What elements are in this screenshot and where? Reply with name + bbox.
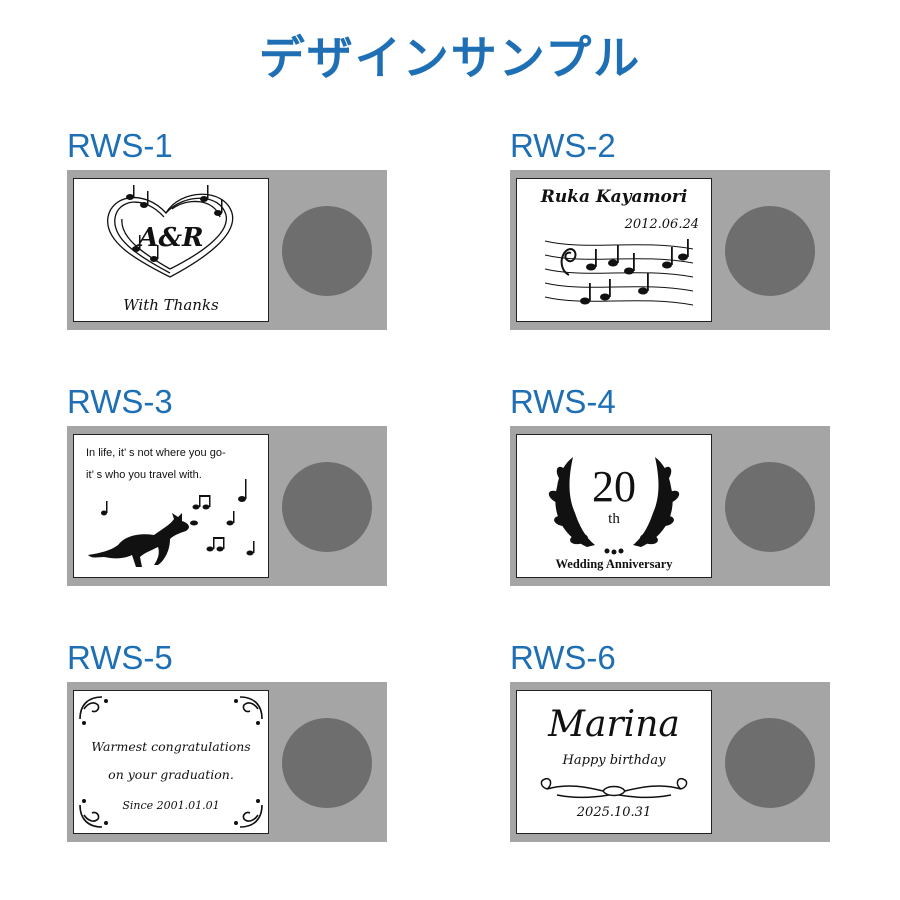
engraving-card: Warmest congratulations on your graduati… xyxy=(73,690,269,834)
engraving-card: Marina Happy birthday 2025.10.31 xyxy=(516,690,712,834)
mounting-circle xyxy=(725,462,815,552)
sample-code: RWS-3 xyxy=(67,383,173,420)
plate: 20 th Wedding Anniversary xyxy=(510,426,830,586)
sample-rws-6[interactable]: RWS-6 Marina Happy birthday 2025.10.31 xyxy=(510,640,834,850)
engraving-initials: A&R xyxy=(138,223,204,253)
sample-rws-3[interactable]: RWS-3 In life, it’ s not where you go- i… xyxy=(67,384,391,594)
mounting-circle xyxy=(282,718,372,808)
engraving-card: In life, it’ s not where you go- it’ s w… xyxy=(73,434,269,578)
page-title: デザインサンプル xyxy=(258,31,642,85)
music-staff-icon xyxy=(544,239,694,306)
engraving-message: With Thanks xyxy=(123,296,219,314)
engraving-message-line-1: Warmest congratulations xyxy=(91,739,251,754)
sample-code: RWS-6 xyxy=(510,639,616,676)
engraving-quote-line-1: In life, it’ s not where you go- xyxy=(86,447,226,459)
sample-code: RWS-1 xyxy=(67,127,173,164)
plate: In life, it’ s not where you go- it’ s w… xyxy=(67,426,387,586)
sample-rws-5[interactable]: RWS-5 Warmest congratulations on your gr… xyxy=(67,640,391,850)
mounting-circle xyxy=(725,718,815,808)
sample-rws-2[interactable]: RWS-2 Ruka Kayamori 2012.06.24 xyxy=(510,128,834,338)
engraving-card: 20 th Wedding Anniversary xyxy=(516,434,712,578)
sample-rws-4[interactable]: RWS-4 20 th Wedding A xyxy=(510,384,834,594)
engraving-number: 20 xyxy=(592,462,636,511)
corner-ornament-icon xyxy=(79,696,263,828)
engraving-message: Wedding Anniversary xyxy=(555,557,673,571)
engraving-card: Ruka Kayamori 2012.06.24 xyxy=(516,178,712,322)
flourish-ornament-icon xyxy=(540,777,688,799)
plate: Ruka Kayamori 2012.06.24 xyxy=(510,170,830,330)
sample-code: RWS-5 xyxy=(67,639,173,676)
engraving-message: Happy birthday xyxy=(562,753,666,768)
engraving-name: Marina xyxy=(548,704,680,745)
engraving-date: Since 2001.01.01 xyxy=(122,799,220,812)
engraving-ordinal: th xyxy=(608,511,620,527)
sample-code: RWS-4 xyxy=(510,383,616,420)
mounting-circle xyxy=(282,206,372,296)
plate: Warmest congratulations on your graduati… xyxy=(67,682,387,842)
cat-music-icon xyxy=(88,479,255,567)
sample-code: RWS-2 xyxy=(510,127,616,164)
engraving-date: 2025.10.31 xyxy=(576,805,652,820)
engraving-name: Ruka Kayamori xyxy=(540,187,688,207)
plate: A&R With Thanks xyxy=(67,170,387,330)
sample-rws-1[interactable]: RWS-1 A&R xyxy=(67,128,391,338)
heart-music-icon xyxy=(107,185,234,278)
engraving-message-line-2: on your graduation. xyxy=(108,767,234,782)
engraving-quote-line-2: it’ s who you travel with. xyxy=(86,469,202,481)
laurel-wreath-icon xyxy=(548,457,680,555)
engraving-card: A&R With Thanks xyxy=(73,178,269,322)
mounting-circle xyxy=(282,462,372,552)
mounting-circle xyxy=(725,206,815,296)
engraving-date: 2012.06.24 xyxy=(624,217,699,232)
plate: Marina Happy birthday 2025.10.31 xyxy=(510,682,830,842)
